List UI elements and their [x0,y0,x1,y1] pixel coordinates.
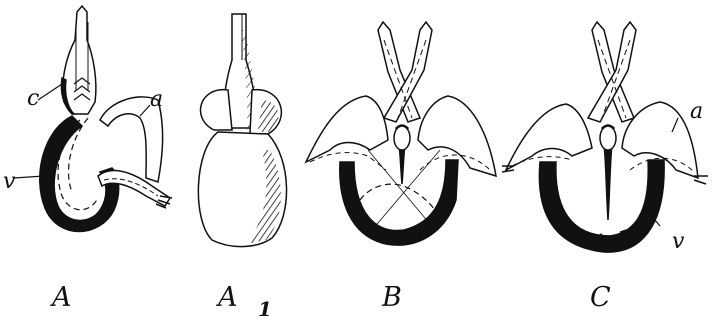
panel-c-drawing [502,22,708,252]
panel-a-drawing [14,6,172,232]
label-a-c: c [27,86,39,111]
panel-label-a1: A 1 [215,282,272,321]
label-a-v: v [3,169,16,194]
label-c-v: v [672,229,685,254]
panel-label-a1-main: A [215,282,238,313]
panel-label-a: A [49,282,72,313]
label-a-a: a [150,87,163,112]
panel-label-c: C [590,282,611,313]
panel-b-drawing [306,22,496,245]
panel-label-a1-sub: 1 [258,297,272,321]
label-c-a: a [690,99,703,124]
panel-a1-drawing [198,14,286,247]
panel-label-b: B [381,282,402,313]
